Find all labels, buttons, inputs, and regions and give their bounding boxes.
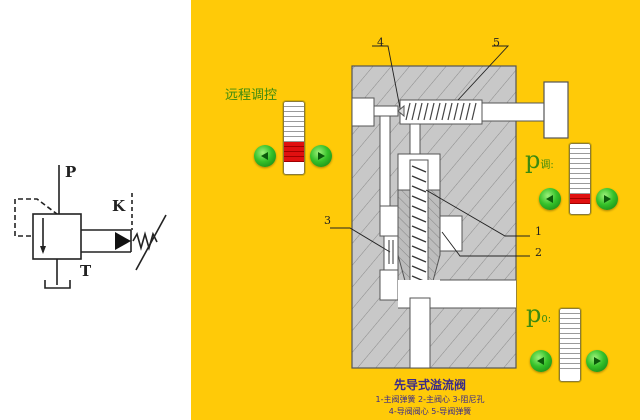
relief-valve-symbol-icon	[14, 165, 167, 289]
p0-pressure-gauge	[559, 308, 581, 382]
p0-increase-button[interactable]	[586, 350, 608, 372]
p-adjust-decrease-button[interactable]	[539, 188, 561, 210]
remote-control-label: 远程调控	[225, 88, 278, 103]
part-label-2: 2	[535, 246, 542, 259]
part-label-3: 3	[324, 214, 331, 227]
p-adjust-label: p调:	[525, 146, 554, 174]
triangle-right-icon	[604, 195, 611, 203]
valve-title: 先导式溢流阀	[393, 378, 466, 392]
port-t-label: T	[80, 262, 92, 280]
remote-pressure-gauge	[283, 101, 305, 175]
parts-legend-line-2: 4-导阀阀心 5-导阀弹簧	[388, 407, 472, 416]
triangle-right-icon	[318, 152, 325, 160]
port-p-label: P	[65, 163, 77, 181]
valve-cross-section	[330, 45, 569, 369]
parts-legend-line-1: 1-主阀弹簧 2-主阀心 3-阻尼孔	[375, 395, 485, 404]
triangle-left-icon	[537, 357, 544, 365]
triangle-right-icon	[594, 357, 601, 365]
remote-decrease-button[interactable]	[254, 145, 276, 167]
p0-label: p0:	[526, 300, 552, 328]
remote-increase-button[interactable]	[310, 145, 332, 167]
p-adjust-pressure-gauge	[569, 143, 591, 215]
part-label-4: 4	[377, 36, 384, 49]
p0-decrease-button[interactable]	[530, 350, 552, 372]
part-label-1: 1	[535, 225, 542, 238]
p-adjust-increase-button[interactable]	[596, 188, 618, 210]
triangle-left-icon	[261, 152, 268, 160]
triangle-left-icon	[546, 195, 553, 203]
part-label-5: 5	[493, 36, 500, 49]
symbol-panel: P K T	[0, 0, 191, 420]
port-k-label: K	[112, 197, 126, 215]
